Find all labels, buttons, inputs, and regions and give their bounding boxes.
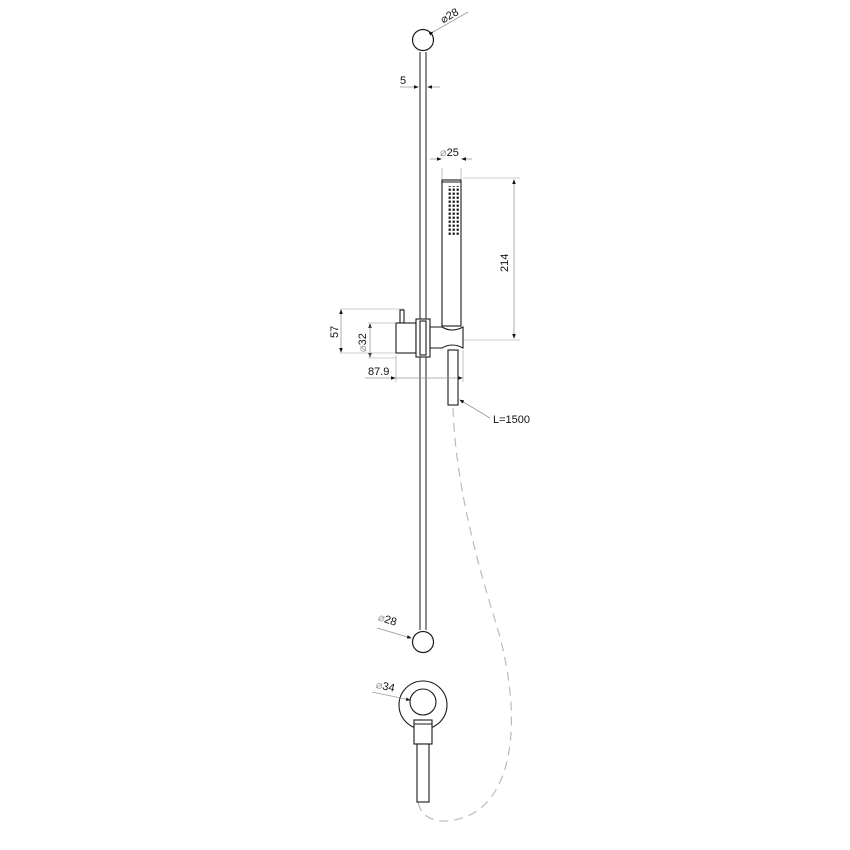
diameter-symbol: ⌀: [375, 679, 384, 692]
bottom-knob-dimension: ⌀28: [376, 612, 412, 639]
rail-width-dimension: 5: [400, 75, 440, 89]
spray-nozzles: [447, 186, 459, 236]
svg-text:⌀32: ⌀32: [357, 333, 369, 352]
holder-height-dimension: 57: [329, 308, 404, 354]
hand-shower: [441, 179, 462, 327]
holder-projection-label: 87.9: [368, 366, 389, 378]
handshower-diameter-label: 25: [447, 147, 459, 159]
holder-height-label: 57: [329, 326, 341, 338]
holder-projection-dimension: 87.9: [365, 350, 464, 382]
top-end-knob: [411, 28, 435, 52]
holder-knob: [395, 322, 417, 354]
svg-text:⌀28: ⌀28: [439, 6, 461, 26]
top-knob-dimension: ⌀28: [428, 6, 469, 36]
rail-width-label: 5: [400, 75, 406, 87]
diameter-symbol: ⌀: [440, 147, 447, 159]
diameter-symbol: ⌀: [357, 345, 369, 352]
top-knob-diameter-label: 28: [444, 6, 461, 23]
wall-outlet-inner: [409, 688, 437, 716]
shower-hose: [417, 407, 512, 822]
svg-text:⌀28: ⌀28: [376, 612, 398, 629]
hose-length-label: L=1500: [493, 414, 530, 426]
handshower-cradle: [429, 326, 464, 349]
bottom-knob-diameter-label: 28: [383, 614, 398, 629]
holder-knob-diameter-dimension: ⌀32: [357, 322, 396, 359]
wall-outlet: [398, 680, 448, 803]
hose-connector: [447, 349, 459, 406]
handshower-diameter-dimension: ⌀25: [430, 147, 472, 180]
bottom-end-knob: [411, 630, 435, 654]
handshower-length-dimension: 214: [463, 177, 520, 341]
holder-knob-diameter-label: 32: [357, 333, 369, 345]
wall-outlet-diameter-label: 34: [381, 680, 395, 694]
hose-length-callout: L=1500: [459, 399, 530, 426]
outlet-stem: [416, 743, 430, 803]
wall-outlet-dimension: ⌀34: [371, 679, 411, 701]
handshower-length-label: 214: [499, 254, 511, 272]
slider-holder: [395, 309, 464, 358]
svg-text:⌀34: ⌀34: [375, 679, 396, 695]
diameter-symbol: ⌀: [376, 612, 386, 626]
rail-clamp-inner: [419, 320, 427, 356]
holder-pin: [399, 309, 405, 324]
svg-text:⌀25: ⌀25: [440, 147, 459, 159]
